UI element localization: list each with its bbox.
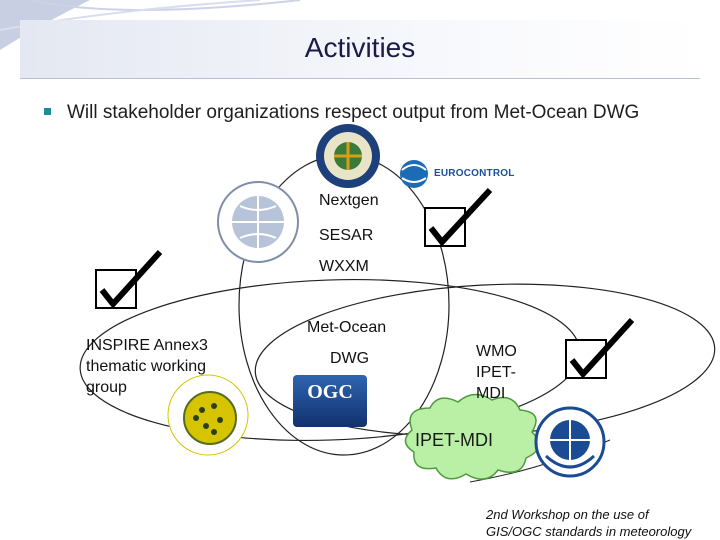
slide-title: Activities (304, 32, 416, 63)
checkmark-icon (424, 187, 493, 247)
title-banner: Activities (20, 20, 700, 79)
label-wmo-line3: MDI (476, 385, 506, 402)
label-wxxm: WXXM (319, 258, 369, 275)
wmo-emblem-icon (534, 406, 606, 478)
label-wmo-line1: WMO (476, 343, 517, 360)
cloud-label: IPET-MDI (415, 430, 494, 450)
bullet-point: Will stakeholder organizations respect o… (44, 102, 639, 124)
eurocontrol-logo-text: EUROCONTROL (434, 168, 515, 179)
bullet-text: Will stakeholder organizations respect o… (67, 102, 640, 123)
icao-emblem-icon (217, 181, 299, 263)
label-metocean: Met-Ocean (307, 319, 387, 336)
faa-seal-icon (316, 124, 380, 188)
footer-line2: GIS/OGC standards in meteorology (486, 524, 692, 539)
footer-note: 2nd Workshop on the use of GIS/OGC stand… (486, 506, 691, 540)
ogc-logo-text: OGC (307, 381, 353, 403)
checkmark-icon (95, 249, 163, 309)
label-dwg: DWG (330, 350, 370, 367)
checkmark-icon (565, 317, 635, 379)
eurocontrol-logo: EUROCONTROL (398, 154, 514, 194)
ogc-logo: OGC (293, 375, 367, 427)
label-inspire-line3: group (86, 379, 127, 396)
eurocontrol-mark-icon (400, 160, 428, 188)
label-sesar: SESAR (319, 227, 374, 244)
inspire-logo (167, 374, 249, 456)
label-inspire-line1: INSPIRE Annex3 (86, 337, 208, 354)
bullet-square-icon (44, 108, 51, 115)
footer-line1: 2nd Workshop on the use of (486, 507, 649, 522)
label-inspire-line2: thematic working (86, 358, 207, 375)
label-nextgen: Nextgen (319, 192, 379, 209)
label-wmo-line2: IPET- (476, 364, 517, 381)
